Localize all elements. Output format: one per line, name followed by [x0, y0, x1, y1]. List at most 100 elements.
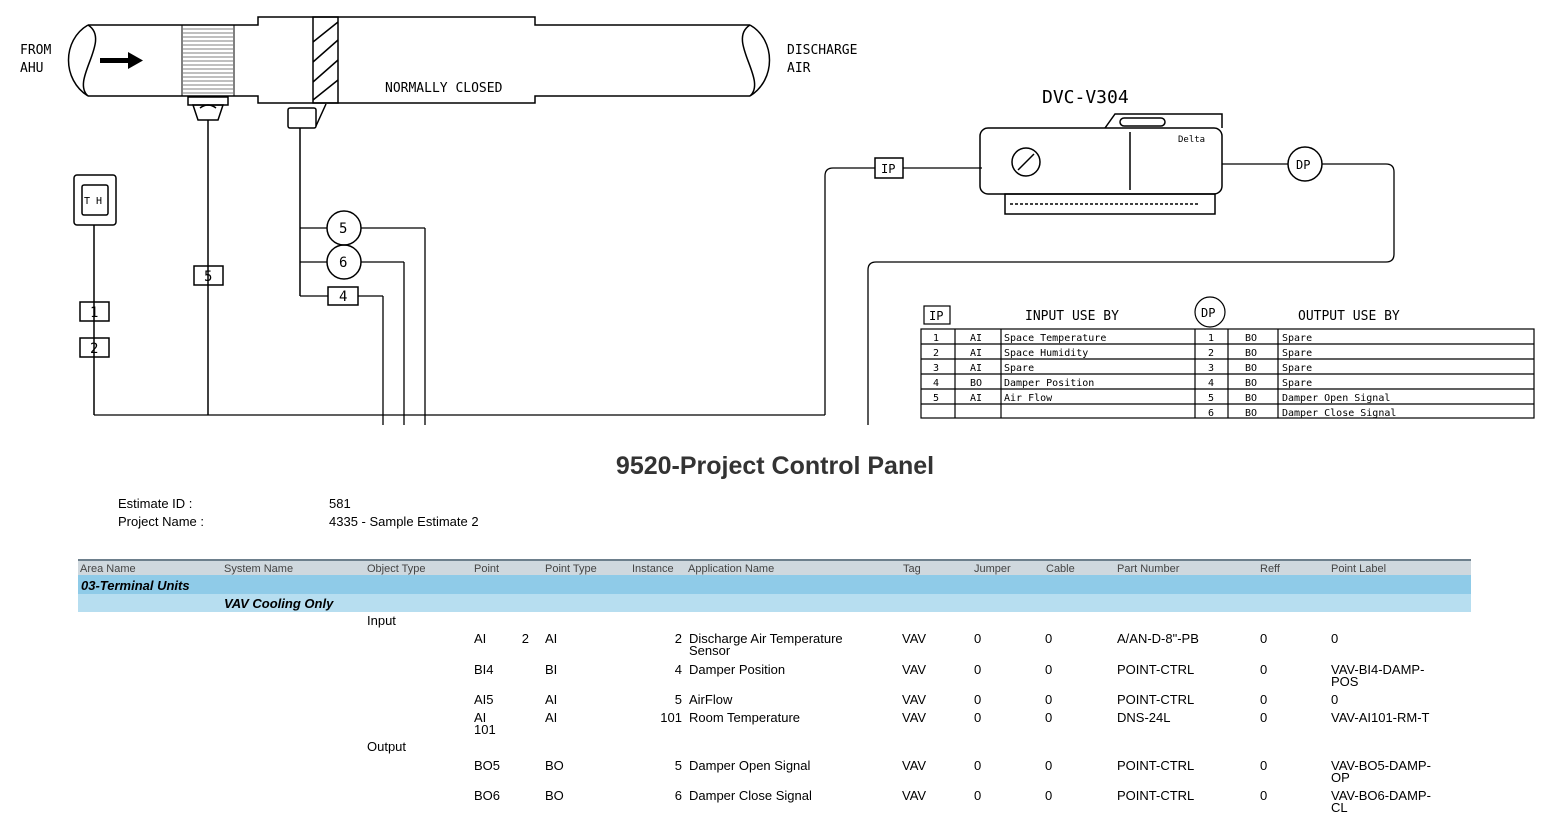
- point-label-cell: 0: [1331, 631, 1339, 646]
- dp-tag: [1287, 146, 1323, 182]
- application-name-cell: Damper Position: [689, 662, 786, 677]
- cable-cell: 0: [1045, 692, 1053, 707]
- instance-cell: 5: [674, 758, 682, 773]
- part-number-cell: DNS-24L: [1117, 710, 1171, 725]
- io-output-type: BO: [1245, 348, 1257, 359]
- th-box-tag-2: [79, 337, 110, 358]
- io-output-number: 4: [1208, 378, 1214, 389]
- jumper-cell: 0: [974, 692, 982, 707]
- point-cell: 101: [474, 722, 496, 737]
- io-output-desc: Spare: [1282, 333, 1312, 344]
- damper-open-circle-tag-text: 6: [339, 255, 347, 271]
- thermostat: [73, 174, 117, 415]
- part-number-cell: A/AN-D-8"-PB: [1117, 631, 1199, 646]
- cable-cell: 0: [1045, 758, 1053, 773]
- cable-cell: 0: [1045, 662, 1053, 677]
- tag-cell: VAV: [902, 758, 927, 773]
- flow-box-tag-text: 5: [204, 269, 212, 285]
- io-input-number: 3: [933, 363, 939, 374]
- point-index-cell: 2: [521, 631, 529, 646]
- system-name: VAV Cooling Only: [224, 596, 334, 611]
- tag-cell: VAV: [902, 692, 927, 707]
- io-output-number: 5: [1208, 393, 1214, 404]
- point-label-cell: VAV-AI101-RM-T: [1331, 710, 1430, 725]
- reff-cell: 0: [1260, 788, 1268, 803]
- point-type-cell: AI: [545, 631, 558, 646]
- point-label-cell: OP: [1331, 770, 1350, 785]
- application-name-cell: Damper Close Signal: [689, 788, 812, 803]
- damper-open-circle-tag: [326, 244, 362, 280]
- flow-grid-lines: [183, 28, 233, 94]
- io-output-desc: Spare: [1282, 378, 1312, 389]
- io-input-header: INPUT USE BY: [1025, 309, 1119, 324]
- damper-blades: [312, 16, 339, 104]
- estimate-id-value: 581: [329, 496, 351, 511]
- th-box-tag-1: [79, 301, 110, 322]
- part-number-cell: POINT-CTRL: [1117, 758, 1195, 773]
- from-label-2: AHU: [20, 61, 43, 76]
- damper-actuator: [287, 103, 327, 296]
- from-label-1: FROM: [20, 43, 51, 58]
- discharge-label-2: AIR: [787, 61, 811, 76]
- io-input-desc: Damper Position: [1004, 378, 1094, 389]
- project-name-value: 4335 - Sample Estimate 2: [329, 514, 479, 529]
- io-output-type: BO: [1245, 393, 1257, 404]
- point-type-cell: BO: [545, 788, 564, 803]
- point-label-cell: 0: [1331, 692, 1339, 707]
- point-label-cell: VAV-BO5-DAMP-: [1331, 758, 1431, 773]
- io-input-number: 5: [933, 393, 939, 404]
- vav-control-diagram: FROM AHU DISCHARGE AIR NORMALLY CLOSED D…: [20, 16, 1535, 425]
- column-header: Point Type: [545, 563, 597, 575]
- point-cell: AI5: [474, 692, 494, 707]
- instance-cell: 2: [674, 631, 682, 646]
- area-band: [78, 575, 1471, 594]
- object-type-label: Input: [367, 613, 396, 628]
- io-output-type: BO: [1245, 378, 1257, 389]
- cable-cell: 0: [1045, 710, 1053, 725]
- point-cell: AI: [474, 631, 487, 646]
- tag-cell: VAV: [902, 788, 927, 803]
- column-header: Application Name: [688, 563, 775, 575]
- part-number-cell: POINT-CTRL: [1117, 692, 1195, 707]
- flow-sensor-grid: [181, 24, 235, 97]
- io-input-desc: Space Temperature: [1004, 333, 1106, 344]
- io-output-number: 3: [1208, 363, 1214, 374]
- cable-cell: 0: [1045, 788, 1053, 803]
- jumper-cell: 0: [974, 631, 982, 646]
- io-output-header: OUTPUT USE BY: [1298, 309, 1400, 324]
- reff-cell: 0: [1260, 710, 1268, 725]
- point-type-cell: AI: [545, 692, 558, 707]
- dp-tag-text: DP: [1296, 158, 1310, 172]
- io-table-grid: [920, 296, 1535, 419]
- reff-cell: 0: [1260, 631, 1268, 646]
- damper-position-box-tag: [327, 286, 359, 306]
- column-header: Point Label: [1331, 563, 1387, 575]
- instance-cell: 6: [674, 788, 682, 803]
- object-type-label: Output: [367, 739, 407, 754]
- report-title: 9520-Project Control Panel: [615, 452, 935, 480]
- part-number-cell: POINT-CTRL: [1117, 662, 1195, 677]
- application-name-cell: Sensor: [689, 643, 731, 658]
- point-type-cell: BI: [545, 662, 558, 677]
- area-name: 03-Terminal Units: [81, 578, 190, 593]
- io-output-type: BO: [1245, 333, 1257, 344]
- column-header: Area Name: [80, 563, 136, 575]
- flow-transducer: [187, 96, 229, 415]
- tag-cell: VAV: [902, 631, 927, 646]
- column-header: Reff: [1260, 563, 1280, 575]
- point-cell: BI4: [474, 662, 494, 677]
- cable-cell: 0: [1045, 631, 1053, 646]
- project-name-label: Project Name :: [118, 514, 204, 529]
- part-number-cell: POINT-CTRL: [1117, 788, 1195, 803]
- reff-cell: 0: [1260, 758, 1268, 773]
- airflow-circle-tag-text: 5: [339, 221, 347, 237]
- point-label-cell: VAV-BO6-DAMP-: [1331, 788, 1431, 803]
- io-output-number: 6: [1208, 408, 1214, 419]
- damper-position-box-tag-text: 4: [339, 289, 347, 305]
- dvc-controller: [979, 113, 1223, 215]
- point-label-cell: POS: [1331, 674, 1359, 689]
- io-output-desc: Damper Open Signal: [1282, 393, 1390, 404]
- flow-box-tag: [193, 265, 224, 286]
- io-output-number: 1: [1208, 333, 1214, 344]
- io-input-desc: Spare: [1004, 363, 1034, 374]
